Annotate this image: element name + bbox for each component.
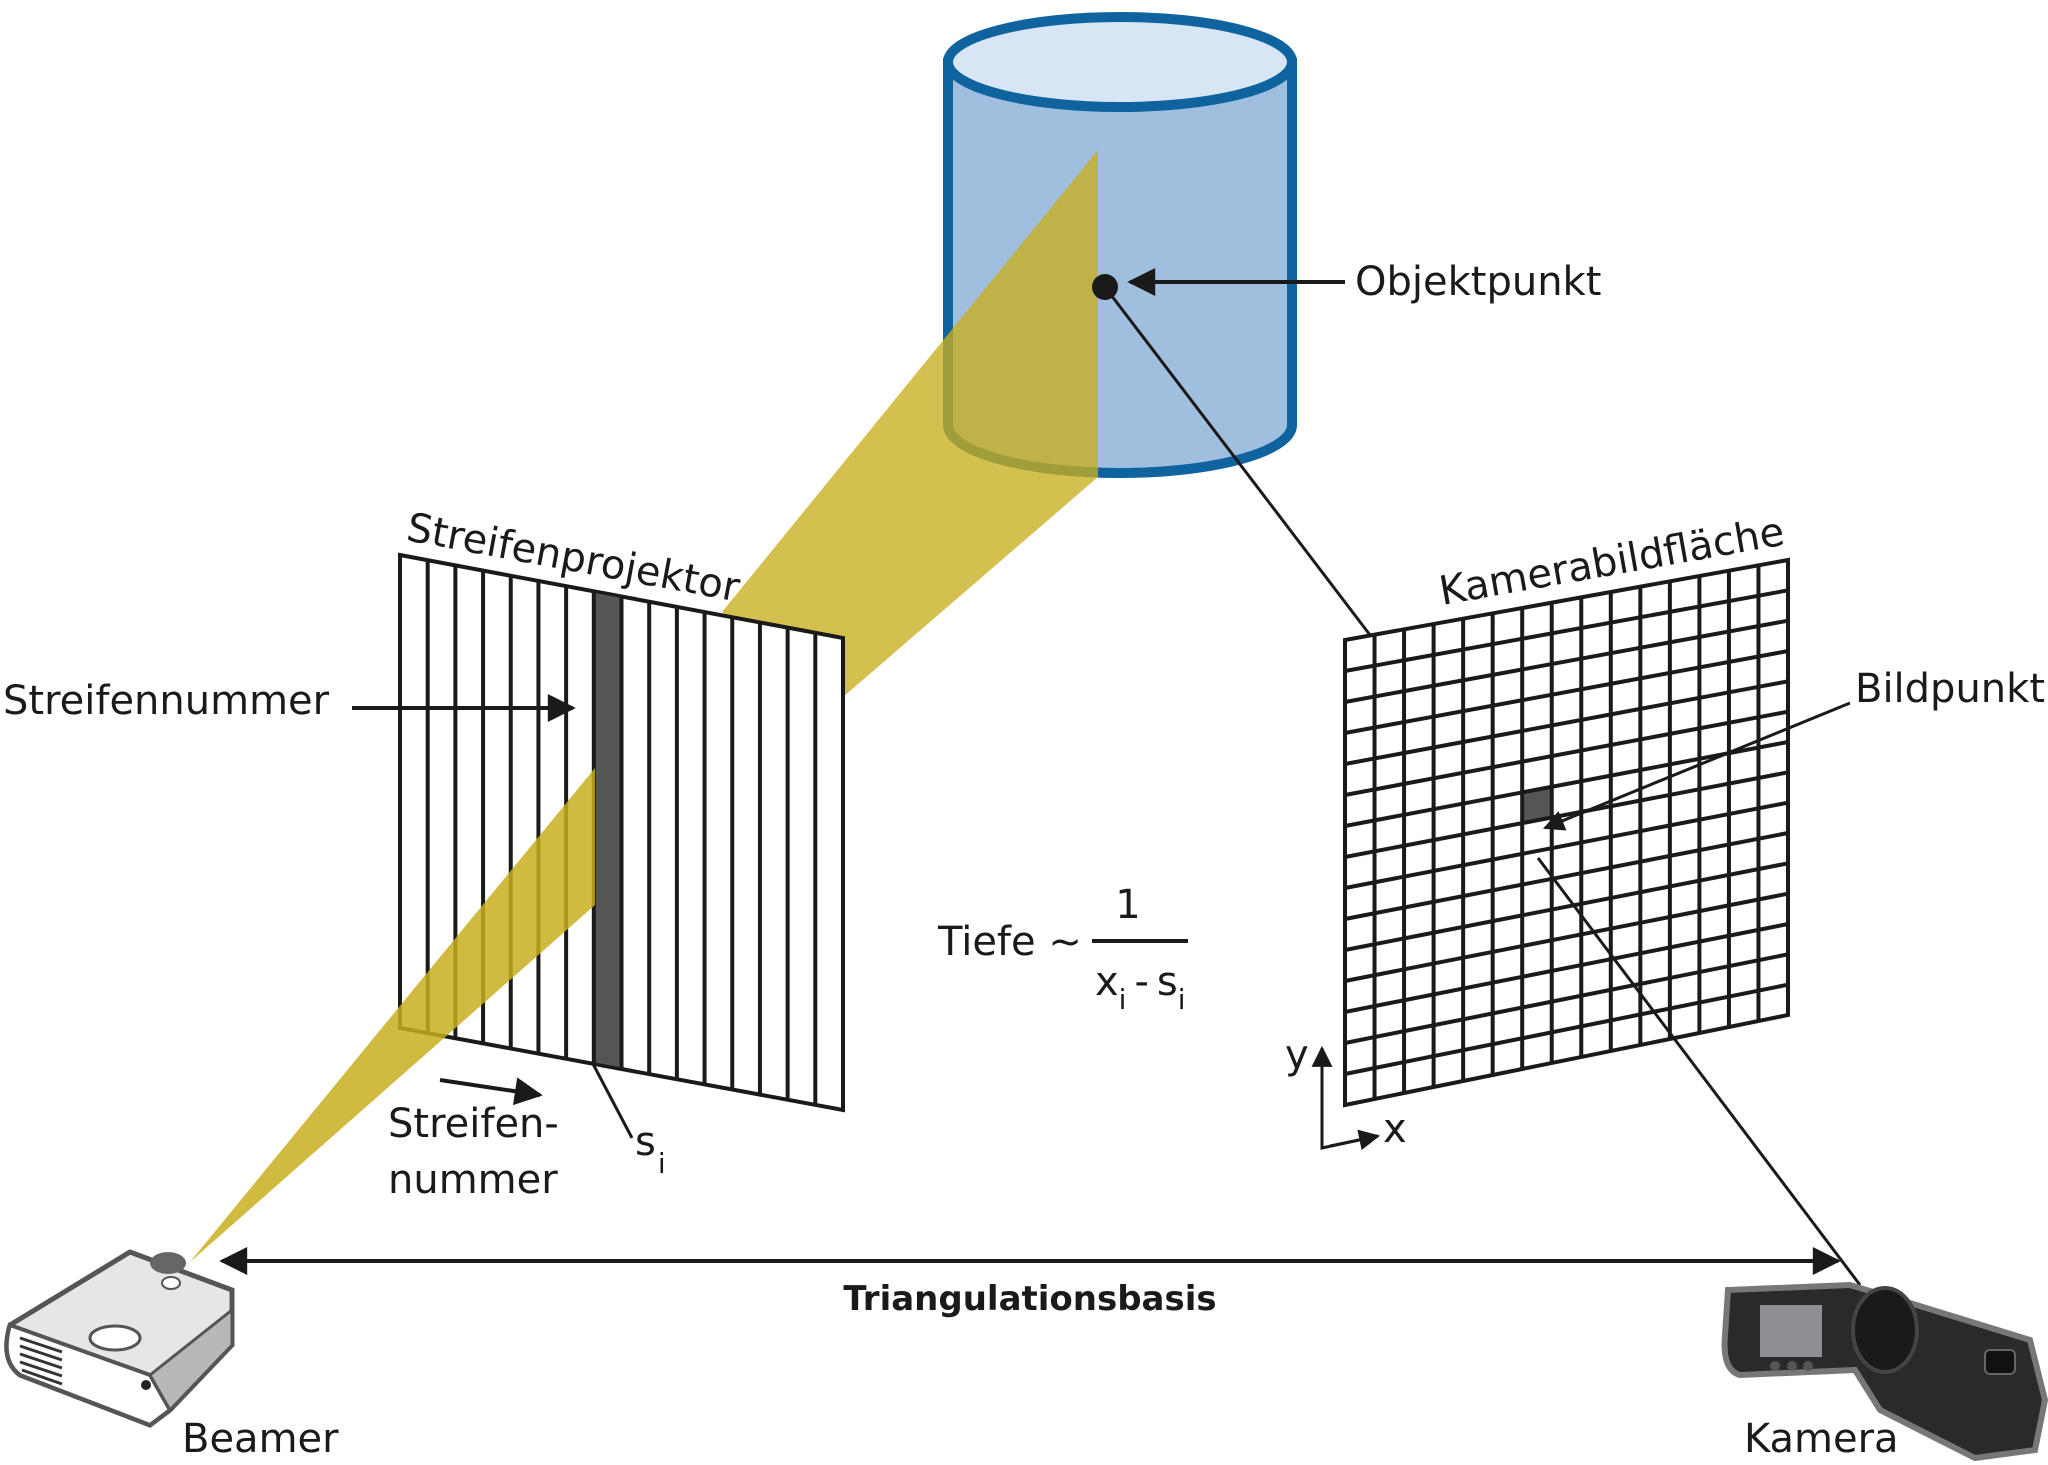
highlighted-stripe <box>592 589 623 1071</box>
stripe-projector-panel <box>398 552 845 1113</box>
stripe-direction-arrow <box>439 1077 543 1106</box>
grid-row-line <box>1344 831 1789 921</box>
projection-beam-upper <box>722 150 1098 697</box>
axis-x-arrow <box>1329 1129 1381 1151</box>
grid-row-line <box>1344 709 1789 797</box>
grid-row-line <box>1344 679 1789 766</box>
cylinder-top <box>943 12 1297 112</box>
formula-lhs: Tiefe ~ <box>937 919 1082 965</box>
grid-row-line <box>1344 891 1789 983</box>
grid-row-line <box>1344 770 1789 859</box>
grid-row-line <box>1344 952 1789 1045</box>
axis-x-label: x <box>1383 1106 1407 1152</box>
formula-denominator: xi-si <box>1095 959 1186 1016</box>
formula-numerator: 1 <box>1115 882 1140 928</box>
image-axes: y x <box>1285 1032 1407 1152</box>
beamer-icon <box>4 1249 235 1428</box>
camera-image-plane <box>1343 557 1790 1108</box>
grid-row-line <box>1344 800 1789 890</box>
axis-y-label: y <box>1285 1032 1309 1078</box>
object-point-label: Objektpunkt <box>1355 259 1601 305</box>
stripe-index-label: si <box>635 1119 666 1180</box>
grid-row-line <box>1344 740 1789 828</box>
grid-row-line <box>1344 982 1789 1076</box>
image-point-arrow <box>1543 701 1851 831</box>
stripe-index-leader <box>590 1061 634 1139</box>
grid-row-line <box>1344 588 1789 673</box>
camera-icon <box>1721 1281 2048 1462</box>
grid-row-line <box>1344 618 1789 704</box>
grid-row-line <box>1344 922 1789 1014</box>
stripe-number-label: Streifennummer <box>3 678 330 724</box>
stripe-direction-label-line1: Streifen- <box>388 1101 559 1147</box>
camera-grid-frame <box>1343 557 1790 1108</box>
projection-beam-lower <box>190 768 595 1262</box>
depth-formula: Tiefe ~ 1 xi-si <box>937 882 1188 1016</box>
image-point-label: Bildpunkt <box>1855 666 2045 712</box>
grid-row-line <box>1344 861 1789 952</box>
camera-label: Kamera <box>1744 1416 1899 1462</box>
grid-row-line <box>1344 649 1789 735</box>
beamer-label: Beamer <box>182 1416 339 1462</box>
camera-ray-to-lens <box>1536 857 1862 1286</box>
camera-ray-to-object <box>1103 286 1372 636</box>
baseline-label: Triangulationsbasis <box>843 1279 1216 1319</box>
stripe-direction-label-line2: nummer <box>388 1157 558 1203</box>
object-point-dot <box>1092 274 1118 300</box>
